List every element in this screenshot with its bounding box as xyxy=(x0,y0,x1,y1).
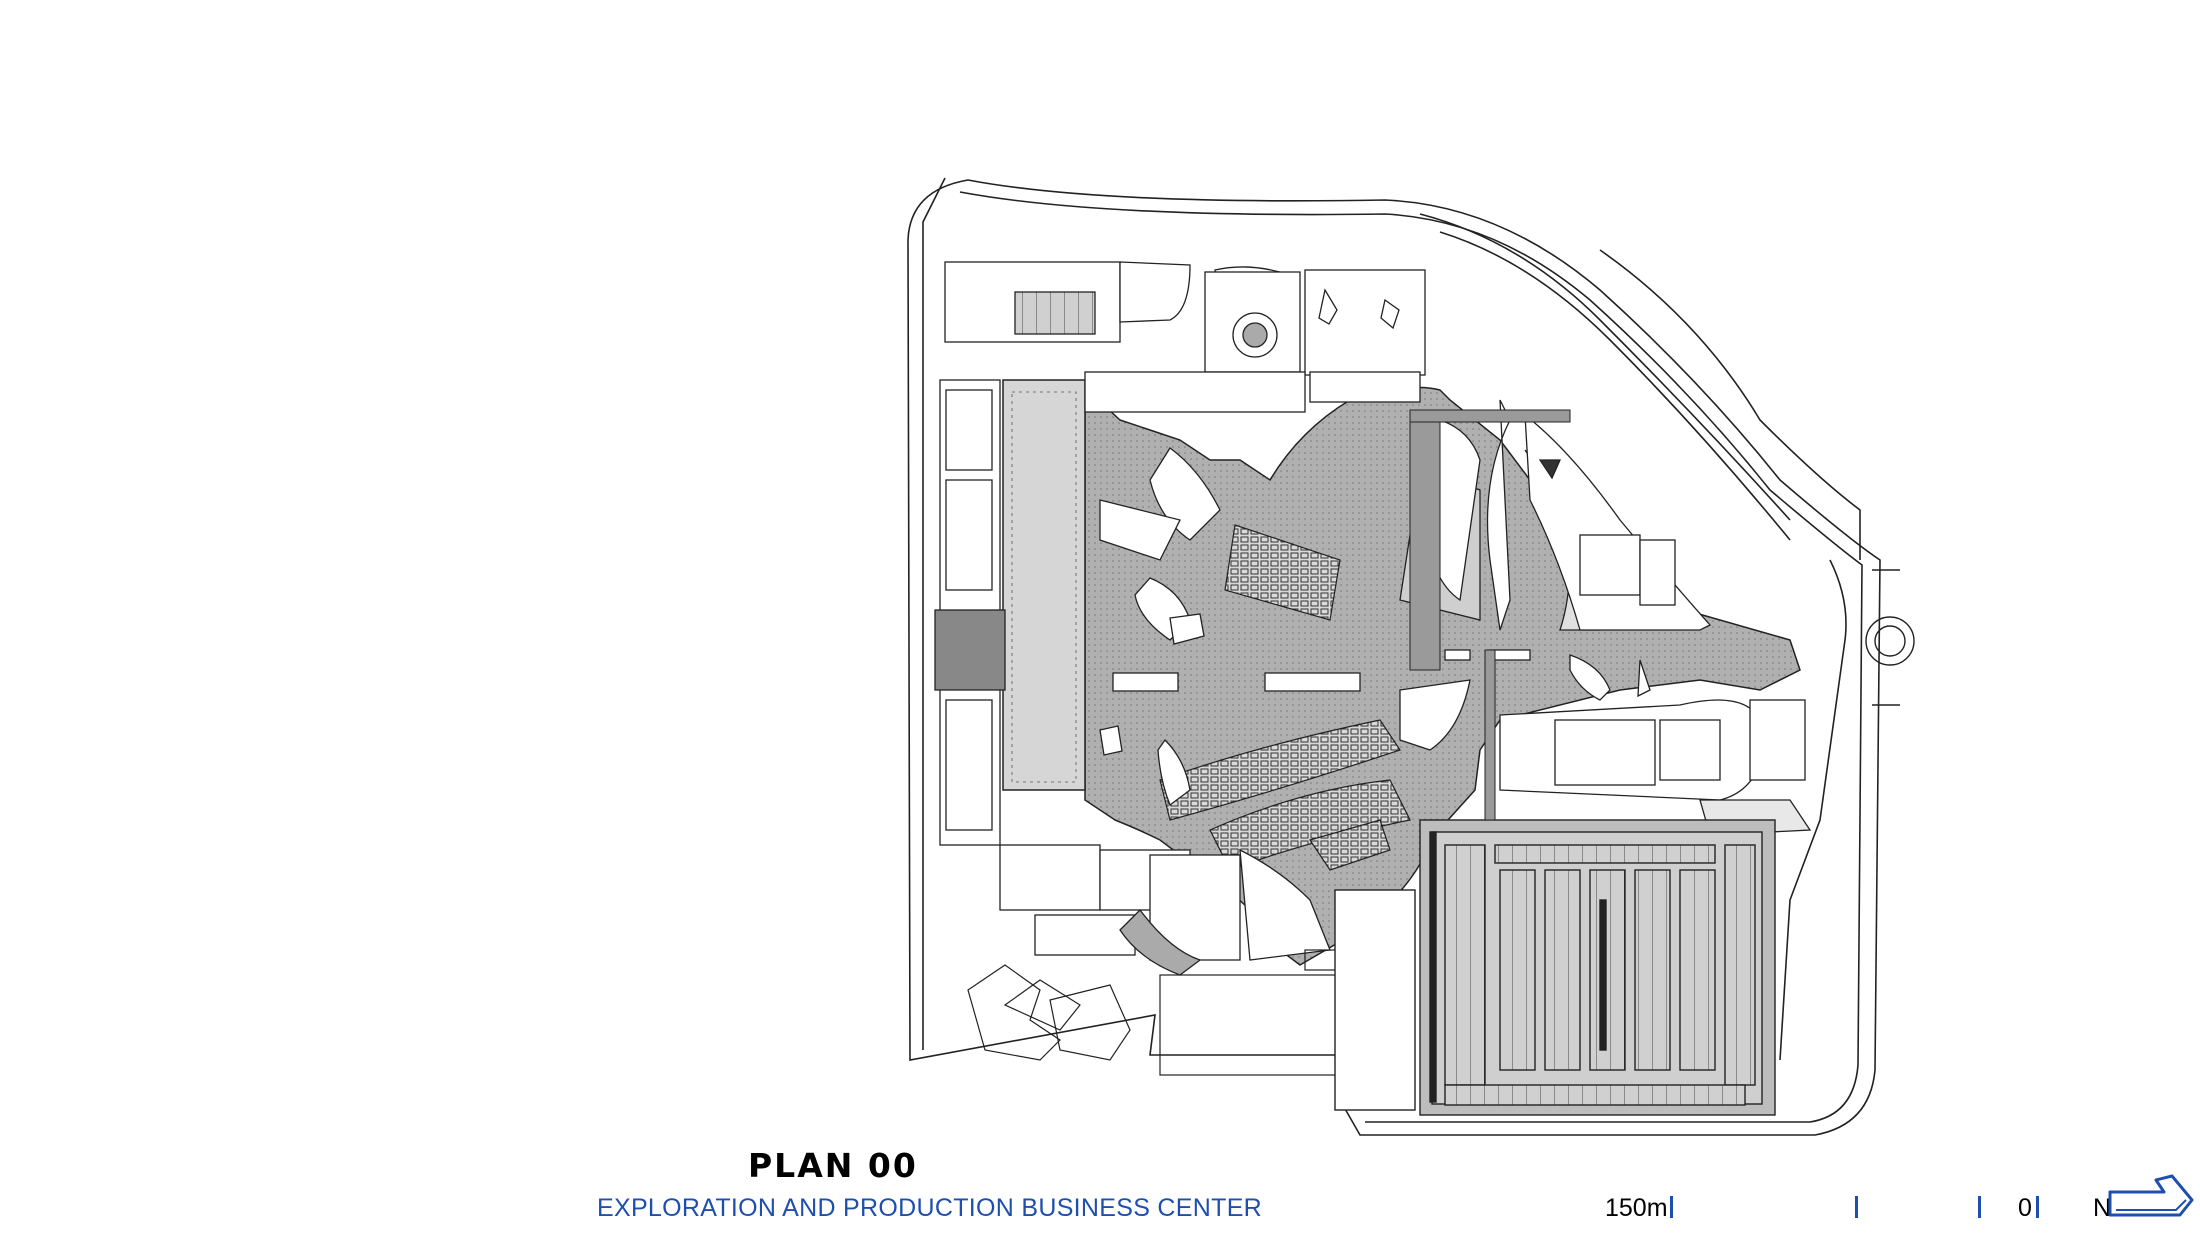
exhibition-hall xyxy=(1002,379,1086,791)
scale-tick xyxy=(1855,1196,1858,1218)
parking-garage xyxy=(1334,819,1776,1116)
plaza-pods xyxy=(1099,447,1651,807)
scale-end-label: 0 xyxy=(2018,1194,2032,1222)
plan-subtitle: EXPLORATION AND PRODUCTION BUSINESS CENT… xyxy=(597,1194,1263,1222)
roundabout xyxy=(1865,569,1915,706)
north-arrow-icon xyxy=(2108,1174,2194,1217)
seating-blocks xyxy=(1159,524,1411,871)
plan-title: PLAN 00 xyxy=(748,1146,918,1185)
walkways xyxy=(1409,409,1571,821)
scale-start-label: 150m xyxy=(1605,1194,1668,1222)
north-label: N xyxy=(2093,1194,2112,1222)
east-wedge-building xyxy=(1524,413,1712,631)
scale-tick xyxy=(2036,1196,2039,1218)
scale-tick xyxy=(1670,1196,1673,1218)
landscape-outlines xyxy=(967,949,1341,1076)
north-buildings xyxy=(1084,261,1426,413)
south-west-buildings xyxy=(999,844,1331,976)
southeast-building xyxy=(1499,699,1812,836)
west-buildings xyxy=(934,261,1121,846)
scale-tick xyxy=(1978,1196,1981,1218)
